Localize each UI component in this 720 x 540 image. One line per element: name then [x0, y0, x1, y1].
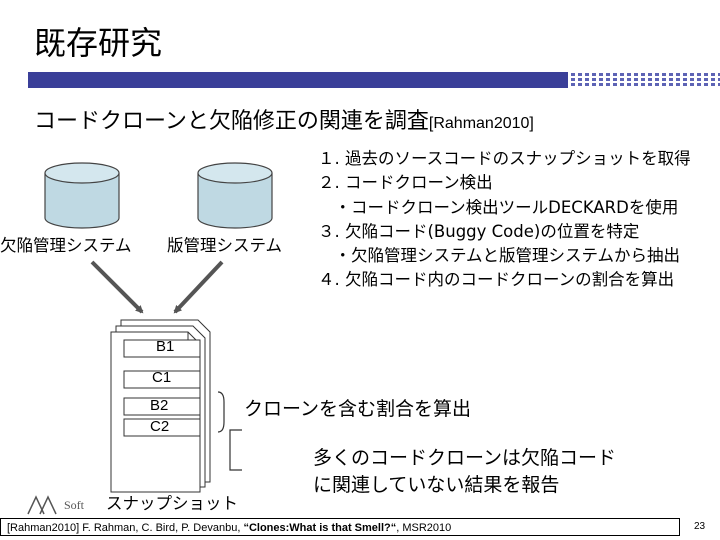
title-accent-bar — [28, 72, 568, 88]
ratio-callout: クローンを含む割合を算出 — [244, 398, 472, 420]
arrow-version-control-to-snapshot — [173, 260, 224, 314]
slide-title: 既存研究 — [34, 24, 163, 62]
version-control-label: 版管理システム — [167, 236, 283, 255]
bracket-ratio-callout — [229, 429, 242, 471]
code-block-c1 — [123, 370, 201, 389]
bug-tracker-label: 欠陥管理システム — [0, 236, 132, 255]
label-c2: C2 — [150, 418, 170, 435]
label-b1: B1 — [156, 338, 175, 355]
bracket-blocks — [217, 391, 225, 433]
database-icon-version-control — [197, 162, 273, 229]
step-item: ４. 欠陥コード内のコードクローンの割合を算出 — [318, 270, 675, 290]
page-number: 23 — [694, 521, 706, 532]
subtitle-citation: [Rahman2010] — [428, 115, 534, 132]
footer-citation-prefix: [Rahman2010] F. Rahman, C. Bird, P. Deva… — [7, 522, 244, 534]
database-icon-bug-tracker — [44, 162, 120, 229]
lab-logo-text: Soft — [64, 498, 85, 512]
footer-citation: [Rahman2010] F. Rahman, C. Bird, P. Deva… — [0, 518, 680, 536]
label-b2: B2 — [150, 397, 169, 414]
step-item: ３. 欠陥コード(Buggy Code)の位置を特定 — [318, 221, 640, 241]
slide-subtitle: コードクローンと欠陥修正の関連を調査[Rahman2010] — [34, 103, 534, 135]
code-block-c2 — [123, 418, 201, 437]
lab-logo-icon — [27, 495, 57, 515]
snapshot-label: スナップショット — [106, 494, 238, 513]
title-accent-grid — [568, 72, 720, 88]
step-item: １. 過去のソースコードのスナップショットを取得 — [318, 149, 691, 168]
footer-citation-title: “Clones:What is that Smell?“ — [243, 522, 397, 534]
subtitle-text: コードクローンと欠陥修正の関連を調査 — [34, 109, 429, 134]
arrow-bug-tracker-to-snapshot — [90, 260, 144, 314]
code-block-b1 — [123, 339, 201, 358]
code-block-b2 — [123, 397, 201, 416]
step-list: １. 過去のソースコードのスナップショットを取得 ２. コードクローン検出 ・コ… — [318, 147, 691, 293]
step-item: ２. コードクローン検出 — [318, 173, 493, 193]
step-item: ・欠陥管理システムと版管理システムから抽出 — [318, 246, 681, 266]
step-item: ・コードクローン検出ツールDECKARDを使用 — [318, 197, 679, 217]
footer-citation-suffix: , MSR2010 — [396, 522, 452, 534]
label-c1: C1 — [152, 369, 172, 386]
result-callout-line1: 多くのコードクローンは欠陥コード — [313, 447, 617, 469]
result-callout-line2: に関連していない結果を報告 — [313, 474, 560, 496]
